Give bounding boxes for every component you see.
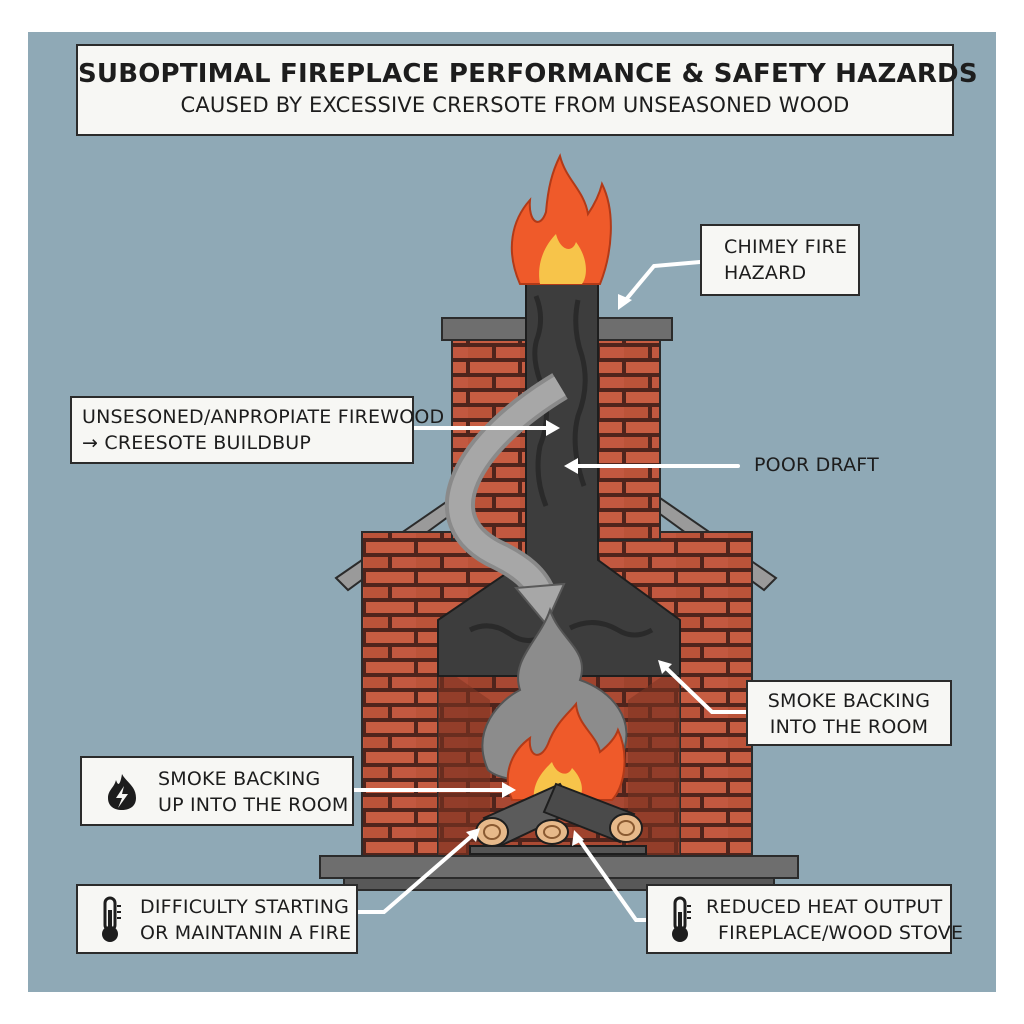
page-title: SUBOPTIMAL FIREPLACE PERFORMANCE & SAFET… [78, 59, 978, 89]
label-smoke-right: SMOKE BACKING INTO THE ROOM [746, 680, 952, 746]
label-poor-draft-text: POOR DRAFT [754, 454, 879, 476]
label-poor-draft: POOR DRAFT [754, 452, 894, 482]
callout-arrowheads [466, 294, 672, 846]
arrow-reduced-heat [576, 836, 648, 922]
fire-bolt-icon [108, 774, 136, 810]
label-chimney-fire-line2: HAZARD [724, 262, 807, 284]
thermometer-icon [672, 896, 691, 942]
label-reduced-heat-line1: REDUCED HEAT OUTPUT [706, 896, 943, 918]
label-unseasoned-wood-line1: UNSESONED/ANPROPIATE FIREWOOD [82, 406, 445, 428]
creosote-flue [437, 283, 681, 677]
label-reduced-heat-line2: FIREPLACE/WOOD STOVE [718, 922, 964, 944]
label-smoke-left-line1: SMOKE BACKING [158, 768, 321, 790]
label-chimney-fire-line1: CHIMEY FIRE [724, 236, 848, 258]
arrow-difficulty-starting [356, 832, 476, 914]
label-smoke-left: SMOKE BACKING UP INTO THE ROOM [80, 756, 354, 826]
label-unseasoned-wood-line2: → CREESOTE BUILDBUP [82, 432, 312, 454]
label-difficulty-starting-line2: OR MAINTANIN A FIRE [140, 922, 352, 944]
label-difficulty-starting-line1: DIFFICULTY STARTING [140, 896, 350, 918]
page-subtitle: CAUSED BY EXCESSIVE CRERSOTE FROM UNSEAS… [180, 93, 850, 117]
label-difficulty-starting: DIFFICULTY STARTING OR MAINTANIN A FIRE [76, 884, 358, 954]
chimney-fire [510, 153, 612, 285]
title-box: SUBOPTIMAL FIREPLACE PERFORMANCE & SAFET… [76, 44, 978, 136]
label-reduced-heat: REDUCED HEAT OUTPUT FIREPLACE/WOOD STOVE [646, 884, 964, 954]
arrow-smoke-right [662, 664, 748, 714]
arrow-chimney-fire [622, 260, 702, 304]
callout-arrows [352, 260, 748, 922]
label-smoke-right-line2: INTO THE ROOM [769, 716, 929, 738]
label-smoke-right-line1: SMOKE BACKING [767, 690, 931, 712]
label-smoke-left-line2: UP INTO THE ROOM [158, 794, 349, 816]
thermometer-icon [102, 896, 121, 942]
label-unseasoned-wood: UNSESONED/ANPROPIATE FIREWOOD → CREESOTE… [70, 396, 445, 464]
label-chimney-fire: CHIMEY FIRE HAZARD [700, 224, 860, 296]
draft-arrow [444, 373, 568, 626]
logs [469, 782, 647, 855]
